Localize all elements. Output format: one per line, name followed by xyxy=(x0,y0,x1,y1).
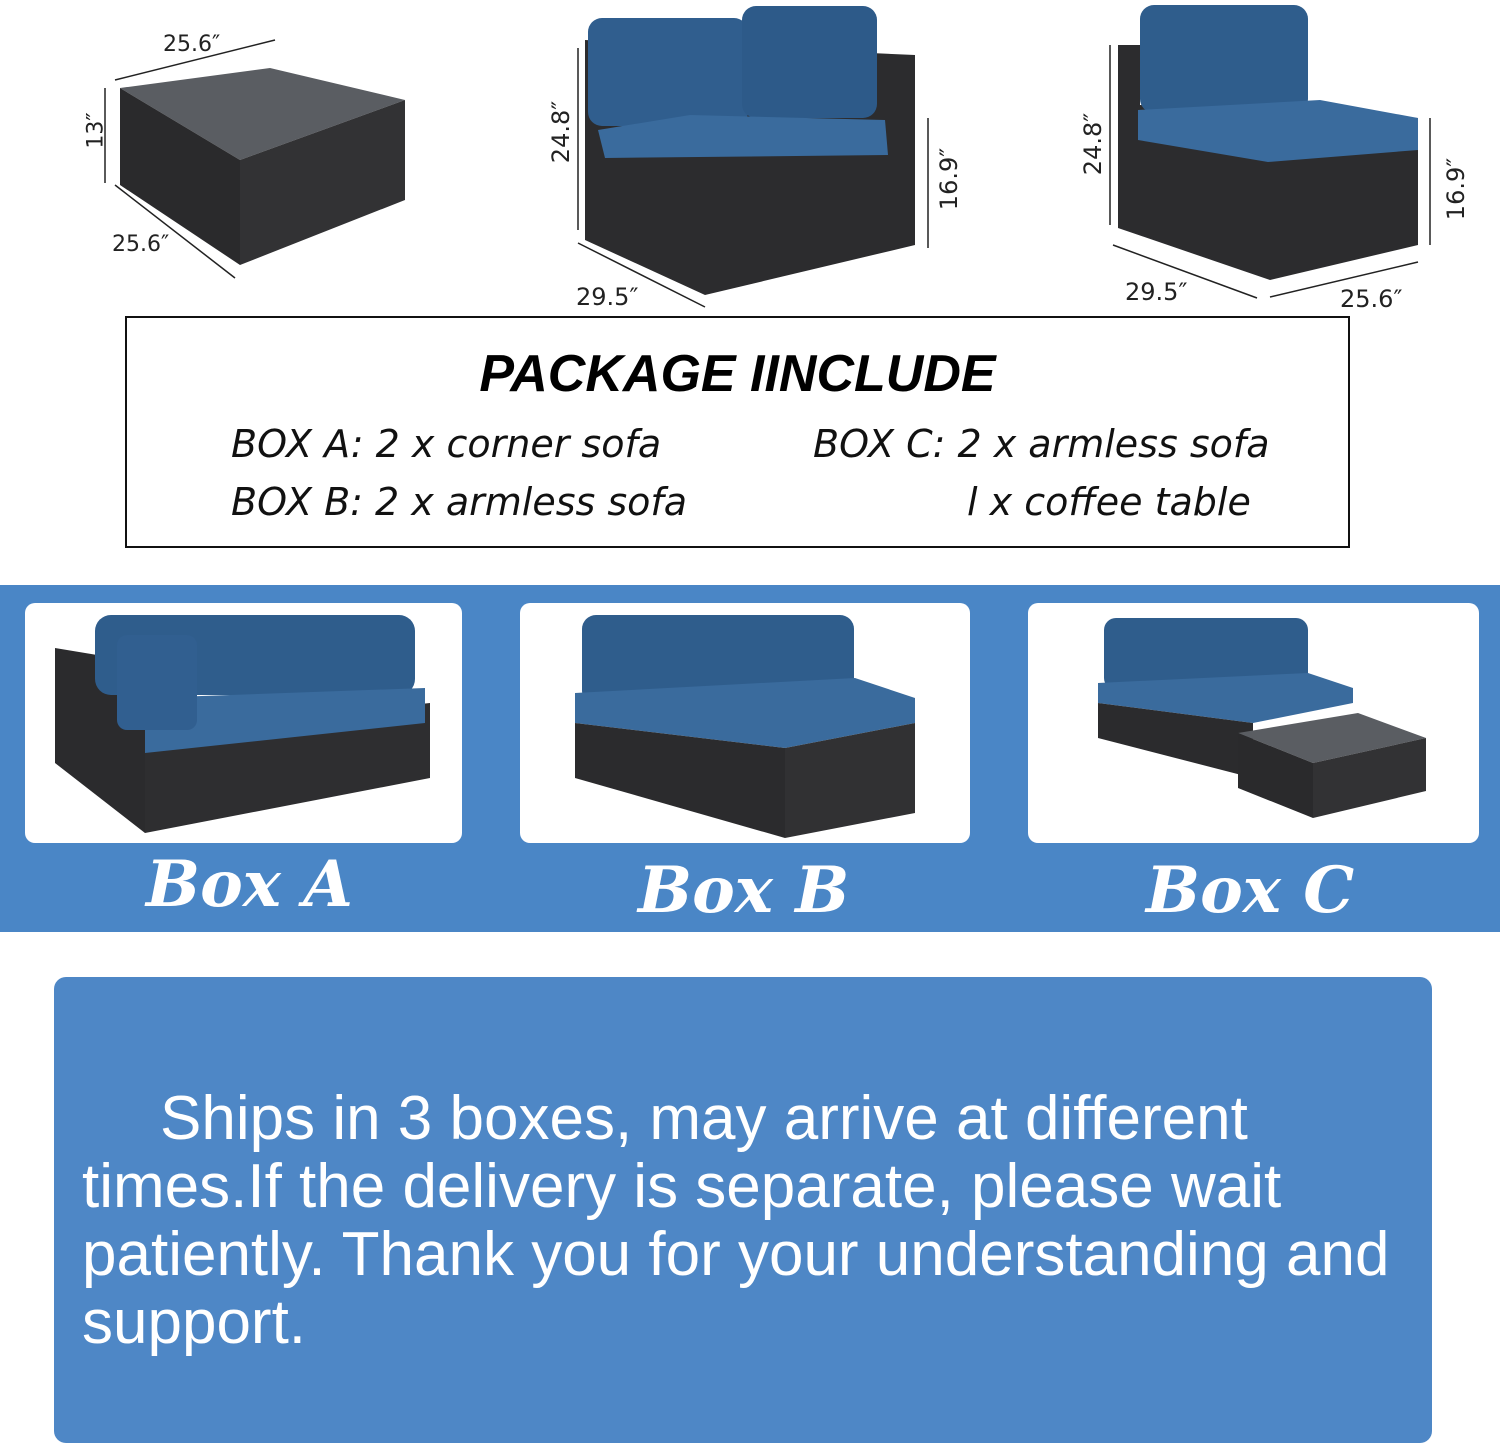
armless-sofa-seat-height-label: 16.9″ xyxy=(1442,157,1471,221)
box-c-label: Box C xyxy=(1146,853,1355,928)
armless-sofa-image xyxy=(1109,5,1431,299)
corner-sofa-depth-label: 29.5″ xyxy=(576,283,639,311)
box-c-contents-2: l x coffee table xyxy=(967,480,1251,524)
box-a-image xyxy=(25,603,462,843)
package-title: PACKAGE IINCLUDE xyxy=(479,345,996,403)
box-a-contents: BOX A: 2 x corner sofa xyxy=(231,422,662,466)
table-depth-label: 25.6″ xyxy=(112,232,170,257)
armless-sofa-height-label: 24.8″ xyxy=(1079,112,1108,176)
boxes-band: Box A Box B Box C xyxy=(0,585,1500,932)
box-c-contents: BOX C: 2 x armless sofa xyxy=(813,422,1270,466)
box-b-image xyxy=(520,603,970,843)
corner-sofa-seat-height-label: 16.9″ xyxy=(935,147,964,211)
box-b-contents: BOX B: 2 x armless sofa xyxy=(231,480,688,524)
box-b-label: Box B xyxy=(638,853,850,928)
table-height-label: 13″ xyxy=(83,112,109,149)
corner-sofa-height-label: 24.8″ xyxy=(547,100,576,164)
furniture-dimension-illustrations xyxy=(104,5,1431,308)
table-width-label: 25.6″ xyxy=(163,32,221,57)
box-a-label: Box A xyxy=(146,847,353,922)
armless-sofa-depth-label: 29.5″ xyxy=(1125,278,1188,306)
shipping-note-panel: Ships in 3 boxes, may arrive at differen… xyxy=(54,977,1432,1443)
shipping-note-text: Ships in 3 boxes, may arrive at differen… xyxy=(82,1084,1390,1357)
box-c-image xyxy=(1028,603,1479,843)
corner-sofa-image xyxy=(577,6,929,308)
package-include-box: PACKAGE IINCLUDE BOX A: 2 x corner sofa … xyxy=(125,316,1350,548)
armless-sofa-width-label: 25.6″ xyxy=(1340,285,1403,313)
coffee-table-image xyxy=(104,39,405,279)
